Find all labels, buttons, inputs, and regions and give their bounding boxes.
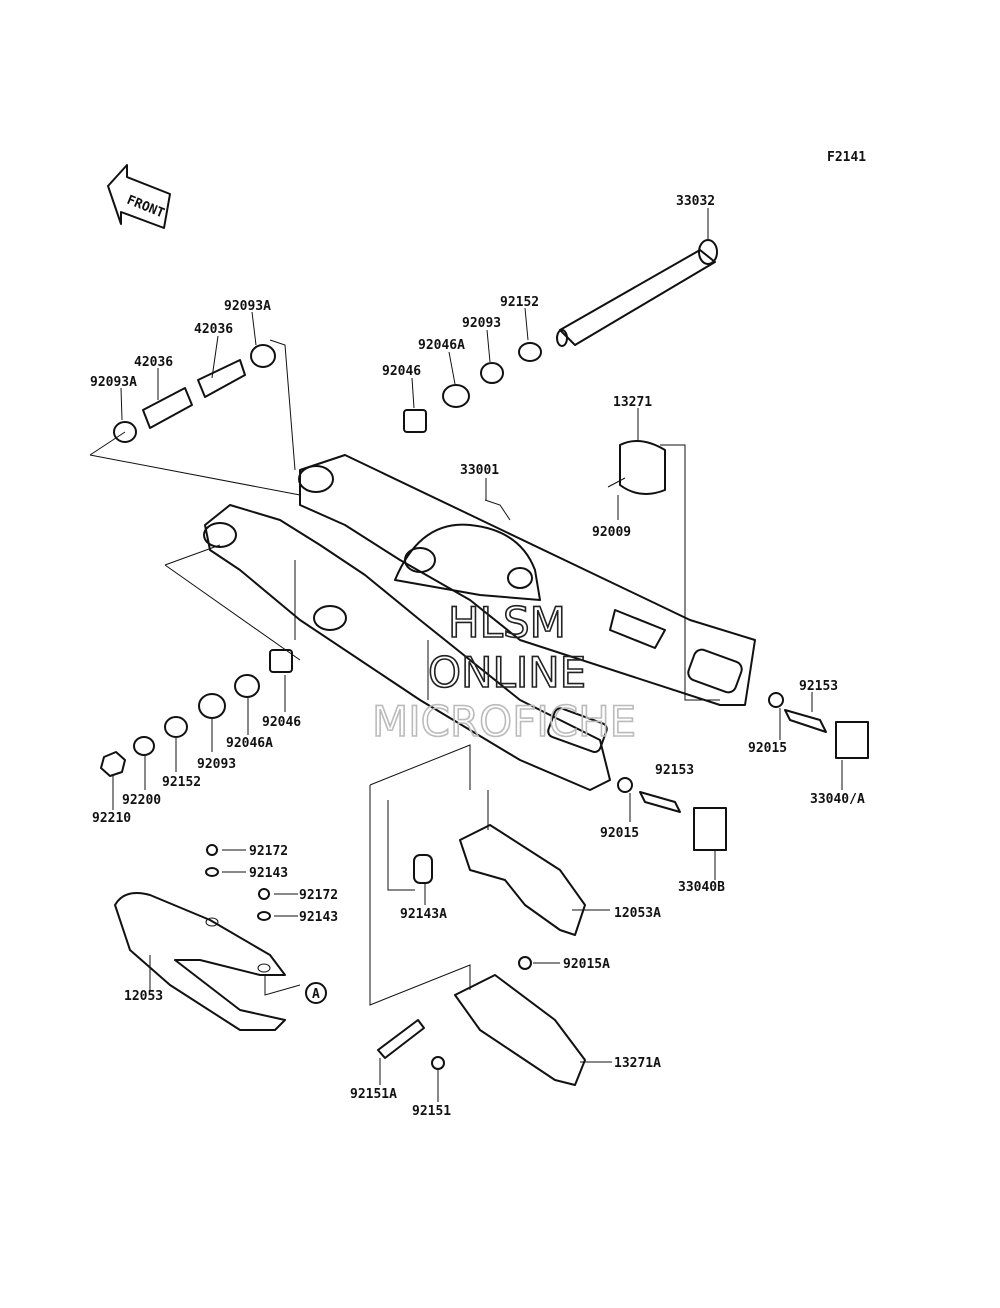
label-92046A-bot: 92046A: [226, 736, 273, 751]
washer-92143-a: [205, 867, 219, 877]
sleeve-42036-mid: [142, 387, 193, 429]
bearing-92046A-top: [442, 384, 470, 408]
label-92210: 92210: [92, 811, 131, 826]
bearing-92046A-bot: [234, 674, 260, 698]
label-92151: 92151: [412, 1104, 451, 1119]
seal-92093A-top: [250, 344, 276, 368]
seal-92093-bot: [198, 693, 226, 719]
label-92200: 92200: [122, 793, 161, 808]
label-92151A: 92151A: [350, 1087, 397, 1102]
hole-icon: [257, 963, 271, 973]
seal-92093-top: [480, 362, 504, 384]
label-92046A-top: 92046A: [418, 338, 465, 353]
label-92153-right: 92153: [799, 679, 838, 694]
collar-92143A: [413, 854, 433, 884]
nut-92015A: [518, 956, 532, 970]
label-92093A-top: 92093A: [224, 299, 271, 314]
label-33040B: 33040B: [678, 880, 725, 895]
label-92093-bot: 92093: [197, 757, 236, 772]
label-12053A: 12053A: [614, 906, 661, 921]
bolt-92172-b: [258, 888, 270, 900]
label-92015-right: 92015: [748, 741, 787, 756]
label-92093-top: 92093: [462, 316, 501, 331]
bearing-92046-bot: [269, 649, 293, 673]
washer-92200: [133, 736, 155, 756]
swing-arm-33001: [203, 454, 756, 791]
hole-icon: [205, 917, 219, 927]
label-12053: 12053: [124, 989, 163, 1004]
watermark-line2: ONLINE: [428, 648, 586, 697]
bolt-92153-mid: [639, 791, 681, 813]
collar-92152-bot: [164, 716, 188, 738]
label-92172-a: 92172: [249, 844, 288, 859]
label-92046-top: 92046: [382, 364, 421, 379]
label-92152-top: 92152: [500, 295, 539, 310]
label-92009: 92009: [592, 525, 631, 540]
leader-lines: [89, 208, 843, 1102]
ref-circle-a: [305, 982, 327, 1004]
label-33040A: 33040/A: [810, 792, 865, 807]
guard-13271A: [454, 974, 586, 1086]
watermark-line3: MICROFICHE: [372, 697, 636, 746]
plate-13271: [619, 440, 666, 495]
block-33040A: [835, 721, 869, 759]
nut-92015-right: [768, 692, 784, 708]
label-92015A: 92015A: [563, 957, 610, 972]
collar-92152-top: [518, 342, 542, 362]
bearing-92046-top: [403, 409, 427, 433]
label-42036-mid: 42036: [134, 355, 173, 370]
label-33032: 33032: [676, 194, 715, 209]
label-13271: 13271: [613, 395, 652, 410]
front-arrow-icon: FRONT: [107, 164, 171, 229]
nut-92015-mid: [617, 777, 633, 793]
watermark: HLSM ONLINE MICROFICHE: [371, 597, 637, 747]
label-92152-bot: 92152: [162, 775, 201, 790]
label-92093A-left: 92093A: [90, 375, 137, 390]
washer-92143-b: [257, 911, 271, 921]
seal-92093A-left: [113, 421, 137, 443]
figure-code: F2141: [827, 150, 866, 165]
label-92172-b: 92172: [299, 888, 338, 903]
chain-slider-12053: [114, 892, 286, 1031]
label-92143-a: 92143: [249, 866, 288, 881]
watermark-line1: HLSM: [448, 598, 566, 647]
guide-12053A: [459, 824, 586, 936]
label-92143A: 92143A: [400, 907, 447, 922]
sleeve-42036-top: [197, 359, 246, 398]
block-33040B: [693, 807, 727, 851]
ref-circle-label: A: [312, 987, 320, 1002]
front-label: FRONT: [125, 193, 167, 222]
label-92143-b: 92143: [299, 910, 338, 925]
bolt-92151A: [377, 1019, 425, 1059]
bolt-92009: [607, 477, 626, 488]
label-92015-mid: 92015: [600, 826, 639, 841]
bolt-92172-a: [206, 844, 218, 856]
label-92153-mid: 92153: [655, 763, 694, 778]
axle-33032: [556, 239, 718, 347]
bolt-92151: [431, 1056, 445, 1070]
bolt-92153-right: [784, 709, 827, 733]
label-92046-bot: 92046: [262, 715, 301, 730]
label-13271A: 13271A: [614, 1056, 661, 1071]
label-42036-top: 42036: [194, 322, 233, 337]
label-33001: 33001: [460, 463, 499, 478]
nut-92210: [100, 751, 126, 777]
